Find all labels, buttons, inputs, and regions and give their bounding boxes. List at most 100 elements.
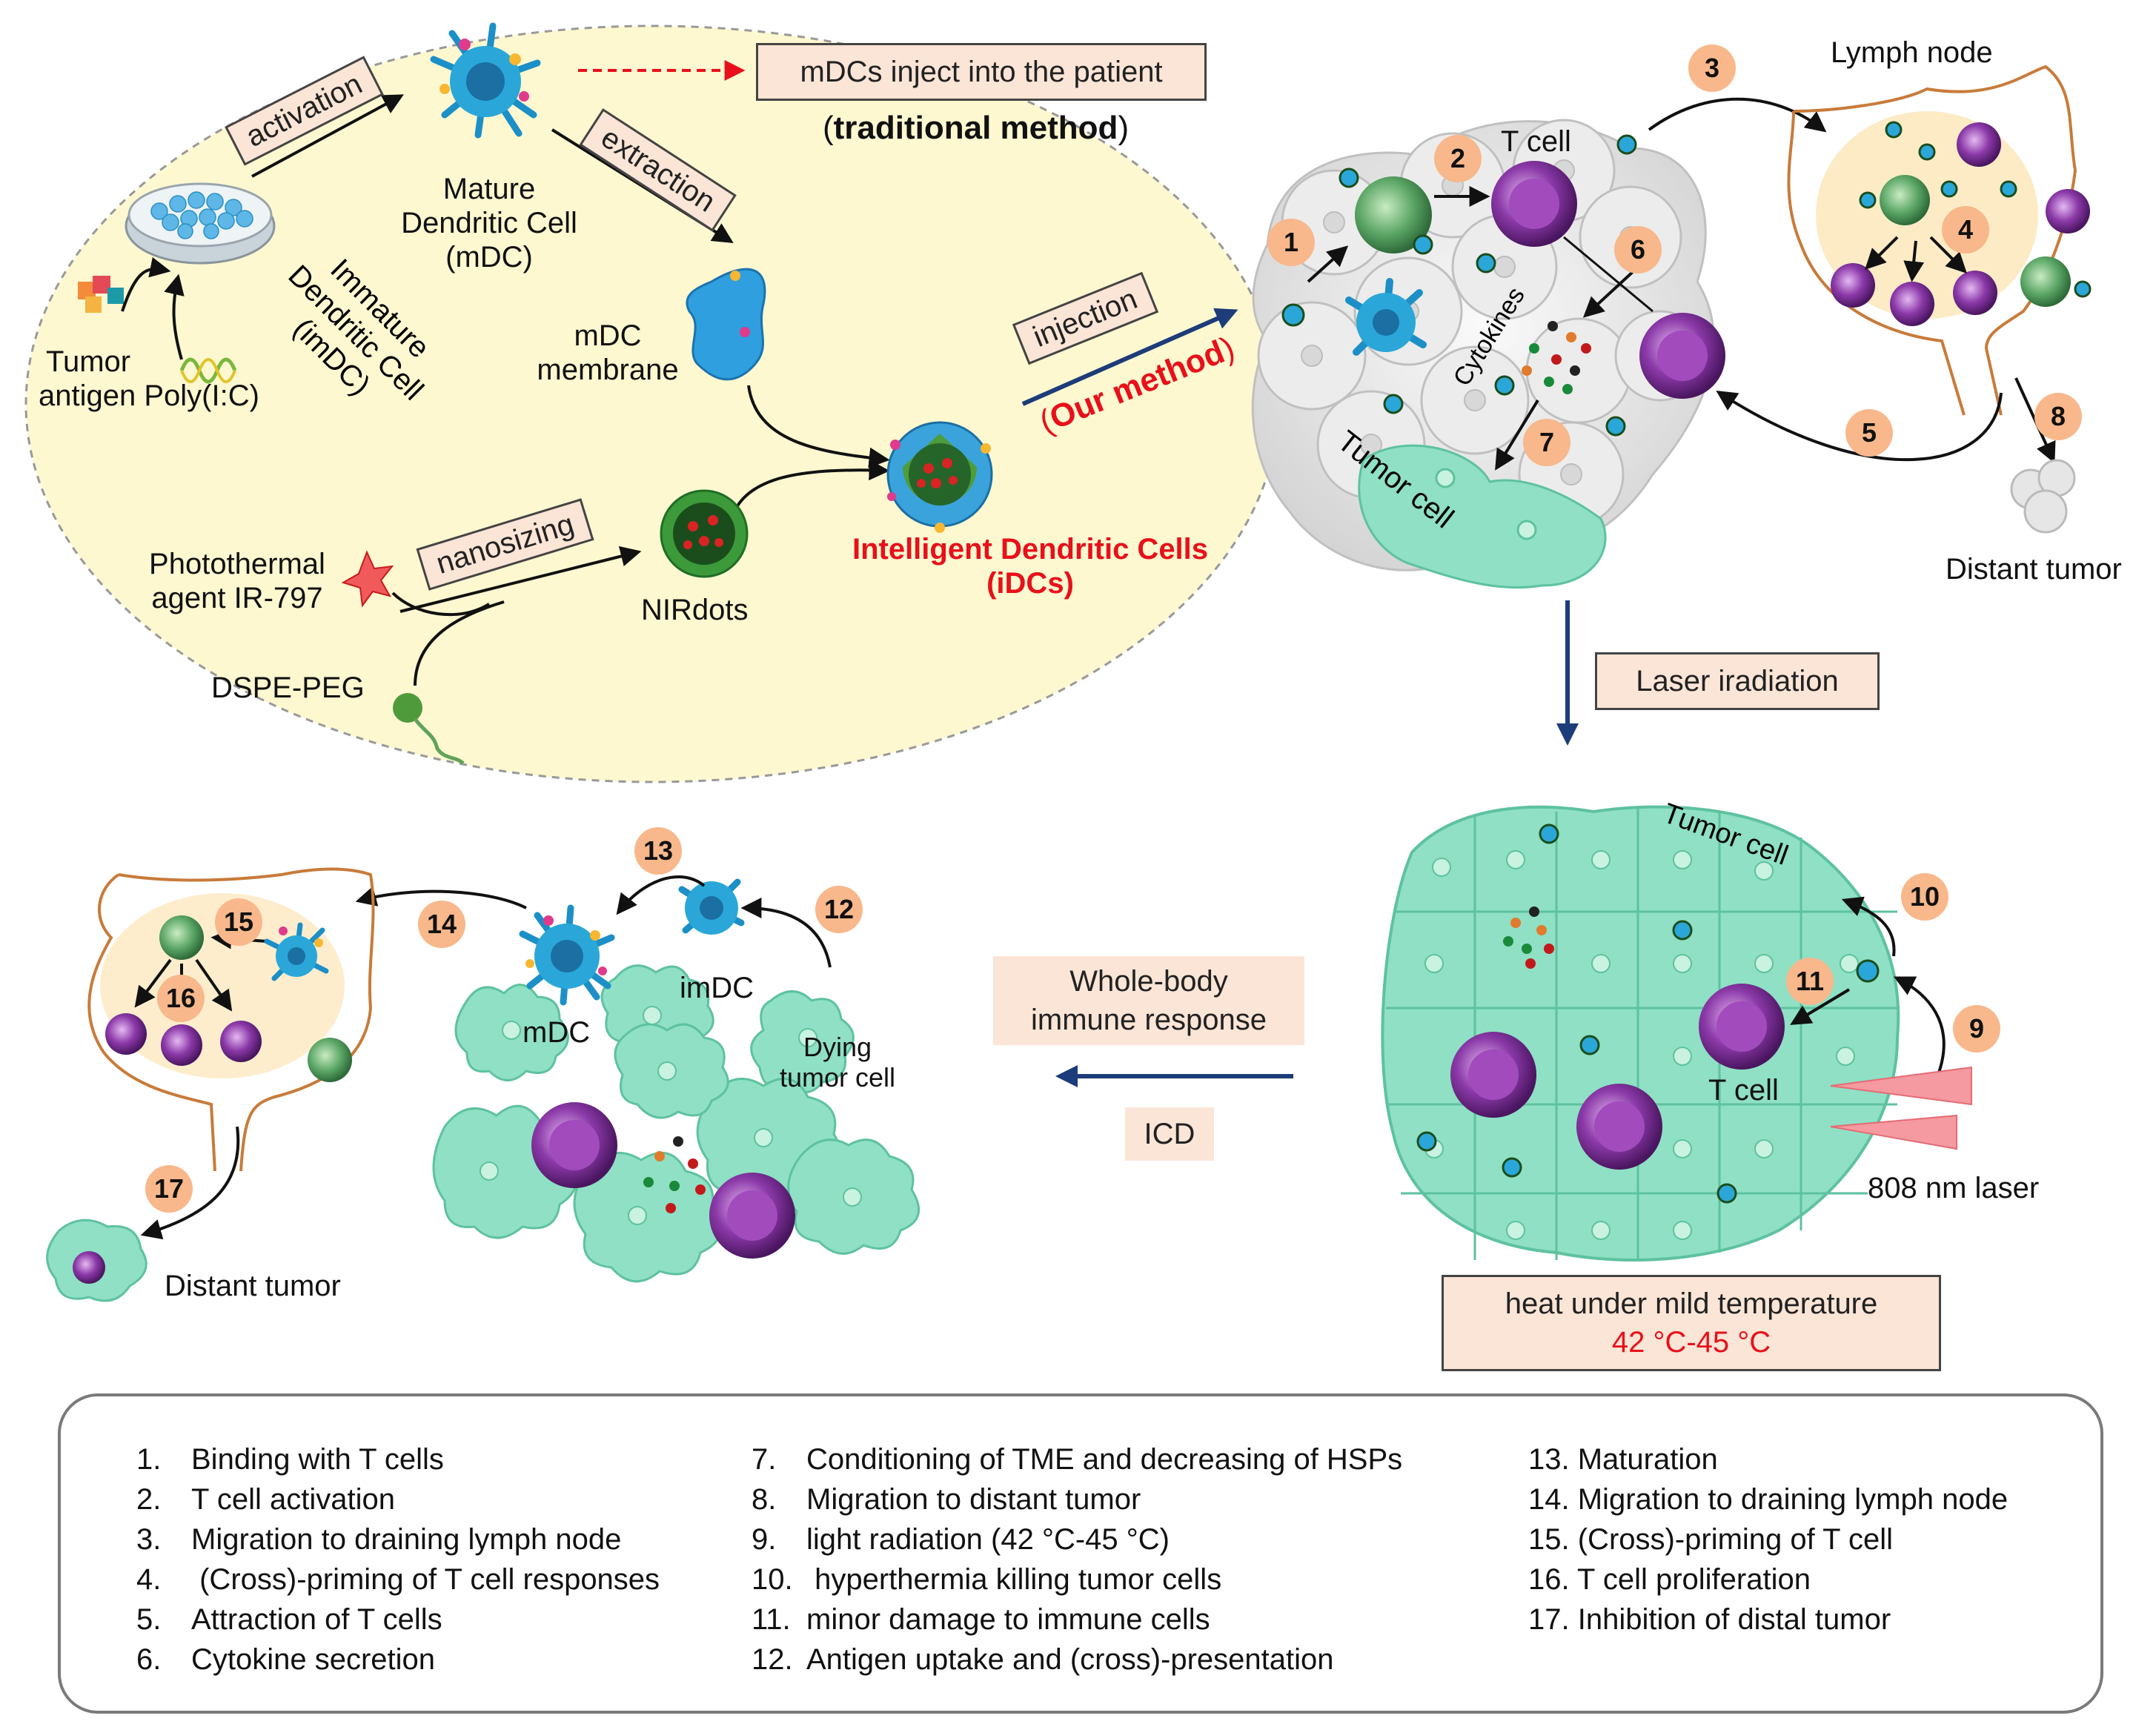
legend-number: 3. <box>136 1523 162 1556</box>
legend-text: Binding with T cells <box>191 1443 444 1476</box>
photothermal-label: Photothermal agent IR-797 <box>126 547 348 615</box>
legend-item: 16. T cell proliferation <box>1528 1559 2008 1600</box>
mdc-membrane-label: mDC membrane <box>519 319 697 387</box>
whole-body-box: Whole-body immune response <box>993 956 1304 1045</box>
legend-item: 12.Antigen uptake and (cross)-presentati… <box>752 1640 1402 1680</box>
tumor-antigen-label: Tumor antigen Poly(I:C) <box>39 345 259 413</box>
step-badge-13: 13 <box>634 827 682 875</box>
legend-item: 5.Attraction of T cells <box>136 1600 660 1640</box>
legend-item: 8. Migration to distant tumor <box>752 1479 1402 1519</box>
activated-t-cell-green <box>1355 176 1432 253</box>
legend-text: T cell activation <box>191 1483 395 1516</box>
ir797-star-icon <box>341 550 394 608</box>
legend-number: 17. <box>1528 1603 1570 1636</box>
step-badge-3: 3 <box>1688 44 1736 92</box>
step-badge-7: 7 <box>1523 419 1570 466</box>
lymph-node-bottom <box>87 867 375 1172</box>
mdc-label-bottom: mDC <box>523 1016 591 1049</box>
legend-item: 14. Migration to draining lymph node <box>1528 1479 2008 1519</box>
mdc-membrane-line2: membrane <box>537 354 679 386</box>
dying-line1: Dying <box>803 1032 872 1062</box>
legend-number: 12. <box>752 1643 793 1676</box>
legend-text: T cell proliferation <box>1577 1563 1811 1596</box>
mature-dc-line1: Mature <box>442 173 536 205</box>
distant-tumor-label-top: Distant tumor <box>1946 553 2122 586</box>
legend-text: Conditioning of TME and decreasing of HS… <box>806 1443 1403 1476</box>
whole-body-line1: Whole-body <box>1069 965 1228 998</box>
legend-number: 13. <box>1528 1443 1570 1476</box>
dying-tumor-cluster <box>432 964 920 1283</box>
legend-text: light radiation (42 °C-45 °C) <box>806 1523 1170 1556</box>
dying-line2: tumor cell <box>779 1062 896 1093</box>
dspe-peg-icon <box>393 693 465 765</box>
legend-text: (Cross)-priming of T cell responses <box>191 1563 660 1596</box>
mdc-icon-bottom <box>519 904 615 1006</box>
step-badge-8: 8 <box>2034 393 2082 440</box>
photothermal-line2: agent IR-797 <box>151 582 323 614</box>
step-badge-1: 1 <box>1267 219 1315 266</box>
imdc-icon <box>678 878 745 935</box>
mature-dc-line2: Dendritic Cell <box>401 207 577 239</box>
legend-item: 1.Binding with T cells <box>136 1439 660 1479</box>
idcs-line1: Intelligent Dendritic Cells <box>852 533 1209 566</box>
distant-tumor-label-bottom: Distant tumor <box>165 1270 341 1302</box>
legend-text: Inhibition of distal tumor <box>1577 1603 1891 1636</box>
t-cell-label-top: T cell <box>1501 125 1571 158</box>
legend-number: 7. <box>752 1443 777 1476</box>
legend-text: Migration to draining lymph node <box>1577 1483 2009 1516</box>
idc-nanoparticle-icon <box>886 421 993 533</box>
laser-label: 808 nm laser <box>1868 1172 2040 1204</box>
legend-item: 10. hyperthermia killing tumor cells <box>752 1559 1402 1600</box>
mdc-membrane-line1: mDC <box>574 319 642 352</box>
traditional-method-text: traditional method <box>833 110 1118 146</box>
legend-number: 2. <box>136 1483 162 1516</box>
legend-column-2: 7. Conditioning of TME and decreasing of … <box>752 1439 1402 1680</box>
legend-number: 16. <box>1528 1563 1570 1596</box>
mdc-icon-node <box>264 922 329 981</box>
step-badge-14: 14 <box>418 901 465 948</box>
tumor-cells-top <box>1358 444 1607 589</box>
photothermal-line1: Photothermal <box>149 548 325 580</box>
legend-text: Maturation <box>1577 1443 1718 1476</box>
step-badge-10: 10 <box>1901 873 1948 921</box>
distant-tumor-bottom <box>46 1219 147 1302</box>
laser-iradiation-box: Laser iradiation <box>1595 652 1880 710</box>
step-badge-12: 12 <box>815 886 863 933</box>
legend-column-3: 13. Maturation 14. Migration to draining… <box>1528 1439 2008 1640</box>
nirdots-icon <box>660 489 749 578</box>
idcs-line2: (iDCs) <box>986 567 1074 600</box>
legend-number: 6. <box>136 1643 162 1676</box>
poly-ic-icon <box>179 357 237 384</box>
legend-number: 14. <box>1528 1483 1570 1516</box>
legend-item: 17. Inhibition of distal tumor <box>1528 1600 2008 1640</box>
legend-box: 1.Binding with T cells 2. T cell activati… <box>58 1393 2103 1714</box>
petri-dish-icon <box>125 182 276 265</box>
icd-box: ICD <box>1125 1107 1214 1161</box>
step-badge-16: 16 <box>157 975 205 1022</box>
legend-number: 8. <box>752 1483 777 1516</box>
legend-text: Migration to distant tumor <box>806 1483 1141 1516</box>
tumor-antigen-icon <box>78 276 124 313</box>
legend-item: 3.Migration to draining lymph node <box>136 1519 660 1559</box>
legend-item: 2. T cell activation <box>136 1479 660 1519</box>
imdc-label: imDC <box>680 972 754 1004</box>
tumor-antigen-line2: antigen Poly(I:C) <box>39 379 259 412</box>
laser-beam-icon <box>1830 1066 1972 1150</box>
legend-item: 6. Cytokine secretion <box>136 1640 660 1680</box>
nirdots-label: NIRdots <box>641 594 749 626</box>
legend-number: 9. <box>752 1523 777 1556</box>
legend-item: 9. light radiation (42 °C-45 °C) <box>752 1519 1402 1559</box>
tumor-antigen-line1: Tumor <box>46 345 131 378</box>
heat-temp: 42 °C-45 °C <box>1611 1326 1771 1359</box>
legend-number: 11. <box>752 1603 791 1636</box>
traditional-method-label: (traditional method) <box>823 110 1130 146</box>
step-badge-2: 2 <box>1434 135 1482 182</box>
legend-text: Cytokine secretion <box>191 1643 436 1676</box>
mature-dc-label: Mature Dendritic Cell (mDC) <box>385 172 593 274</box>
dying-tumor-label: Dying tumor cell <box>763 1032 912 1093</box>
legend-number: 15. <box>1528 1523 1570 1556</box>
lymph-node-label: Lymph node <box>1831 36 1993 69</box>
legend-number: 4. <box>136 1563 162 1596</box>
